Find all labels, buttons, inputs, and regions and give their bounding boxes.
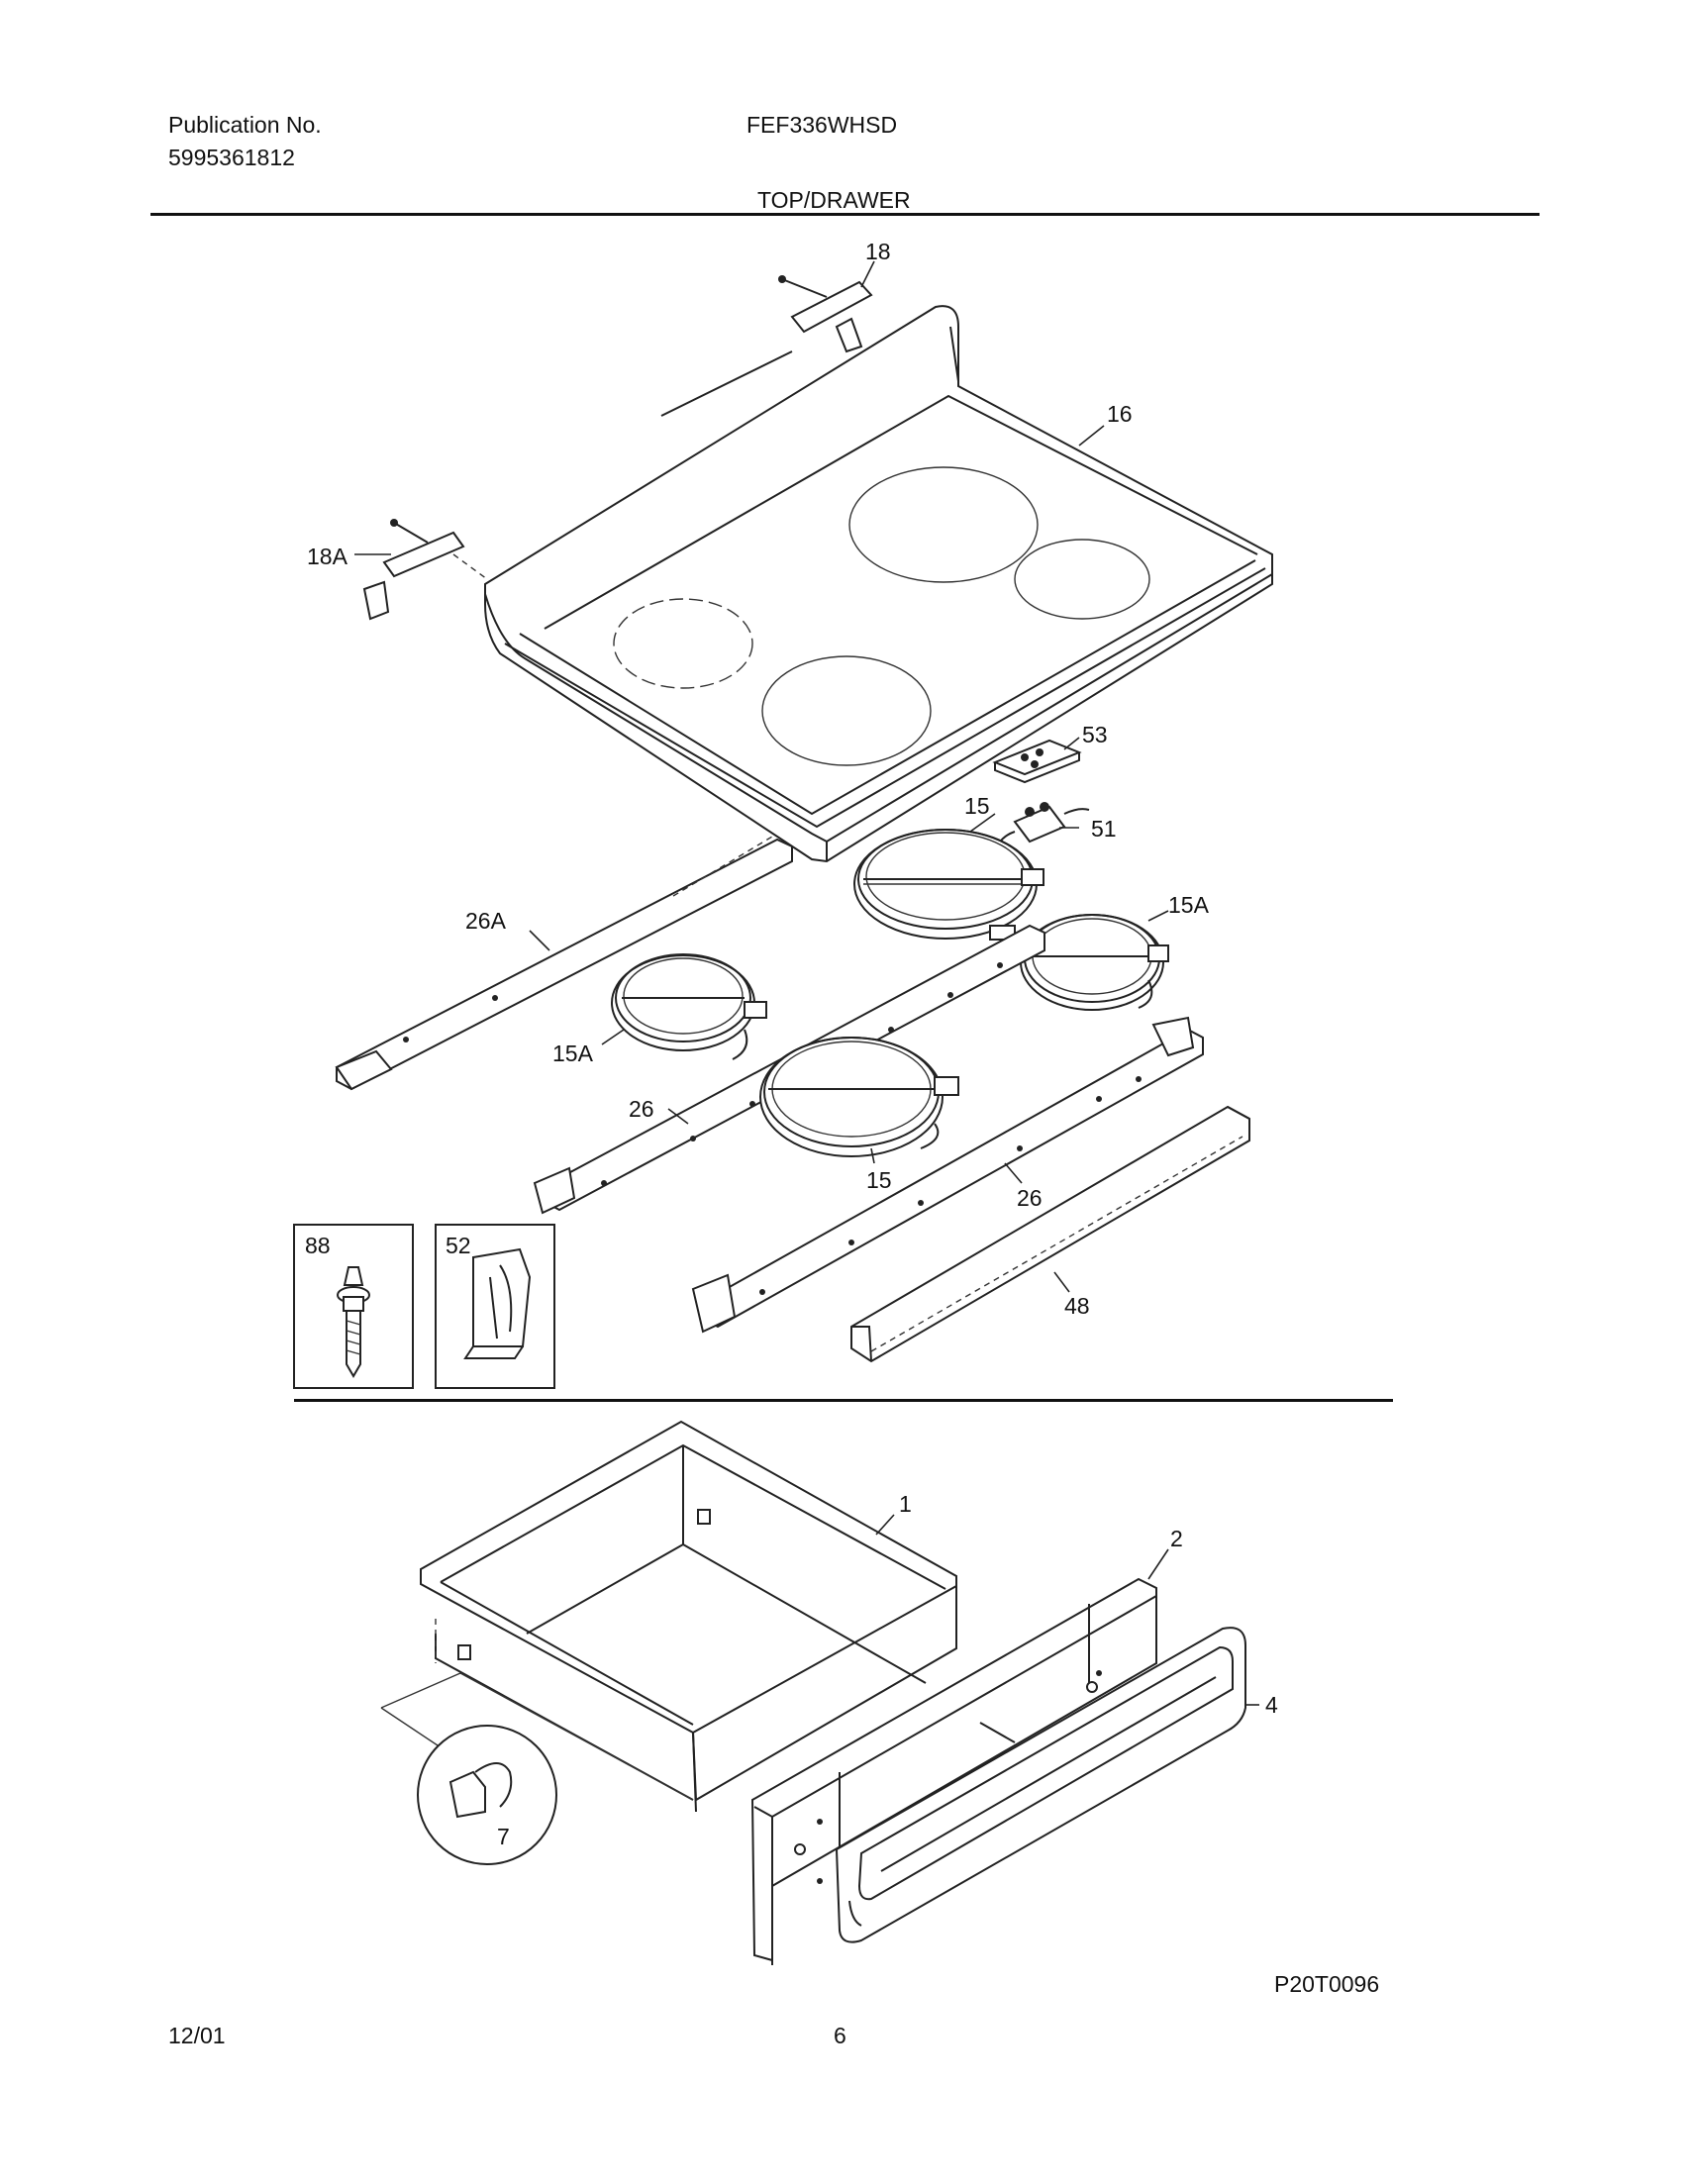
screw-88-icon xyxy=(337,1266,370,1378)
bracket-18 xyxy=(778,275,873,353)
drawer-body-1 xyxy=(420,1420,957,1813)
callout-48: 48 xyxy=(1064,1293,1090,1319)
terminal-cover-53 xyxy=(992,739,1082,784)
callout-26-right: 26 xyxy=(1017,1185,1043,1211)
footer-date: 12/01 xyxy=(168,2023,226,2048)
callout-2: 2 xyxy=(1170,1526,1183,1551)
callout-88: 88 xyxy=(305,1233,331,1258)
callout-52: 52 xyxy=(446,1233,471,1258)
clip-52-icon xyxy=(463,1247,532,1359)
rail-26-right xyxy=(691,1016,1204,1334)
bracket-18A xyxy=(362,519,488,621)
callout-15A-right: 15A xyxy=(1168,892,1210,918)
publication-number: 5995361812 xyxy=(168,145,295,170)
drawing-code: P20T0096 xyxy=(1274,1971,1379,1997)
page-number: 6 xyxy=(834,2023,846,2048)
clip-detail-7 xyxy=(380,1672,694,1865)
callout-15A-left: 15A xyxy=(552,1041,594,1066)
rail-26A xyxy=(335,836,793,1091)
heating-element-15A-right xyxy=(989,914,1169,1011)
callout-26-left: 26 xyxy=(629,1096,654,1122)
heating-element-15-top xyxy=(853,829,1044,940)
section-title: TOP/DRAWER xyxy=(757,187,911,213)
channel-48 xyxy=(850,1105,1250,1363)
section-divider xyxy=(294,1399,1393,1402)
callout-51: 51 xyxy=(1091,816,1117,842)
callout-15-top: 15 xyxy=(964,793,990,819)
callout-26A: 26A xyxy=(465,908,507,934)
callout-4: 4 xyxy=(1265,1692,1278,1718)
publication-label: Publication No. xyxy=(168,112,322,138)
heating-element-15-bottom xyxy=(759,1037,959,1157)
drawer-inner-panel-2 xyxy=(750,1577,1157,1965)
callout-7: 7 xyxy=(497,1824,510,1849)
callout-53: 53 xyxy=(1082,722,1108,747)
callout-18A: 18A xyxy=(307,544,348,569)
callout-18: 18 xyxy=(865,239,891,264)
callout-1: 1 xyxy=(899,1491,912,1517)
callout-15-bottom: 15 xyxy=(866,1167,892,1193)
callout-16: 16 xyxy=(1107,401,1133,427)
drawer-front-4 xyxy=(835,1627,1246,1943)
header-rule xyxy=(150,213,1540,216)
cooktop-glass-top xyxy=(484,305,1273,863)
heating-element-15A-left xyxy=(611,953,767,1060)
leader-lines xyxy=(354,260,1259,1706)
model-number: FEF336WHSD xyxy=(746,112,898,138)
